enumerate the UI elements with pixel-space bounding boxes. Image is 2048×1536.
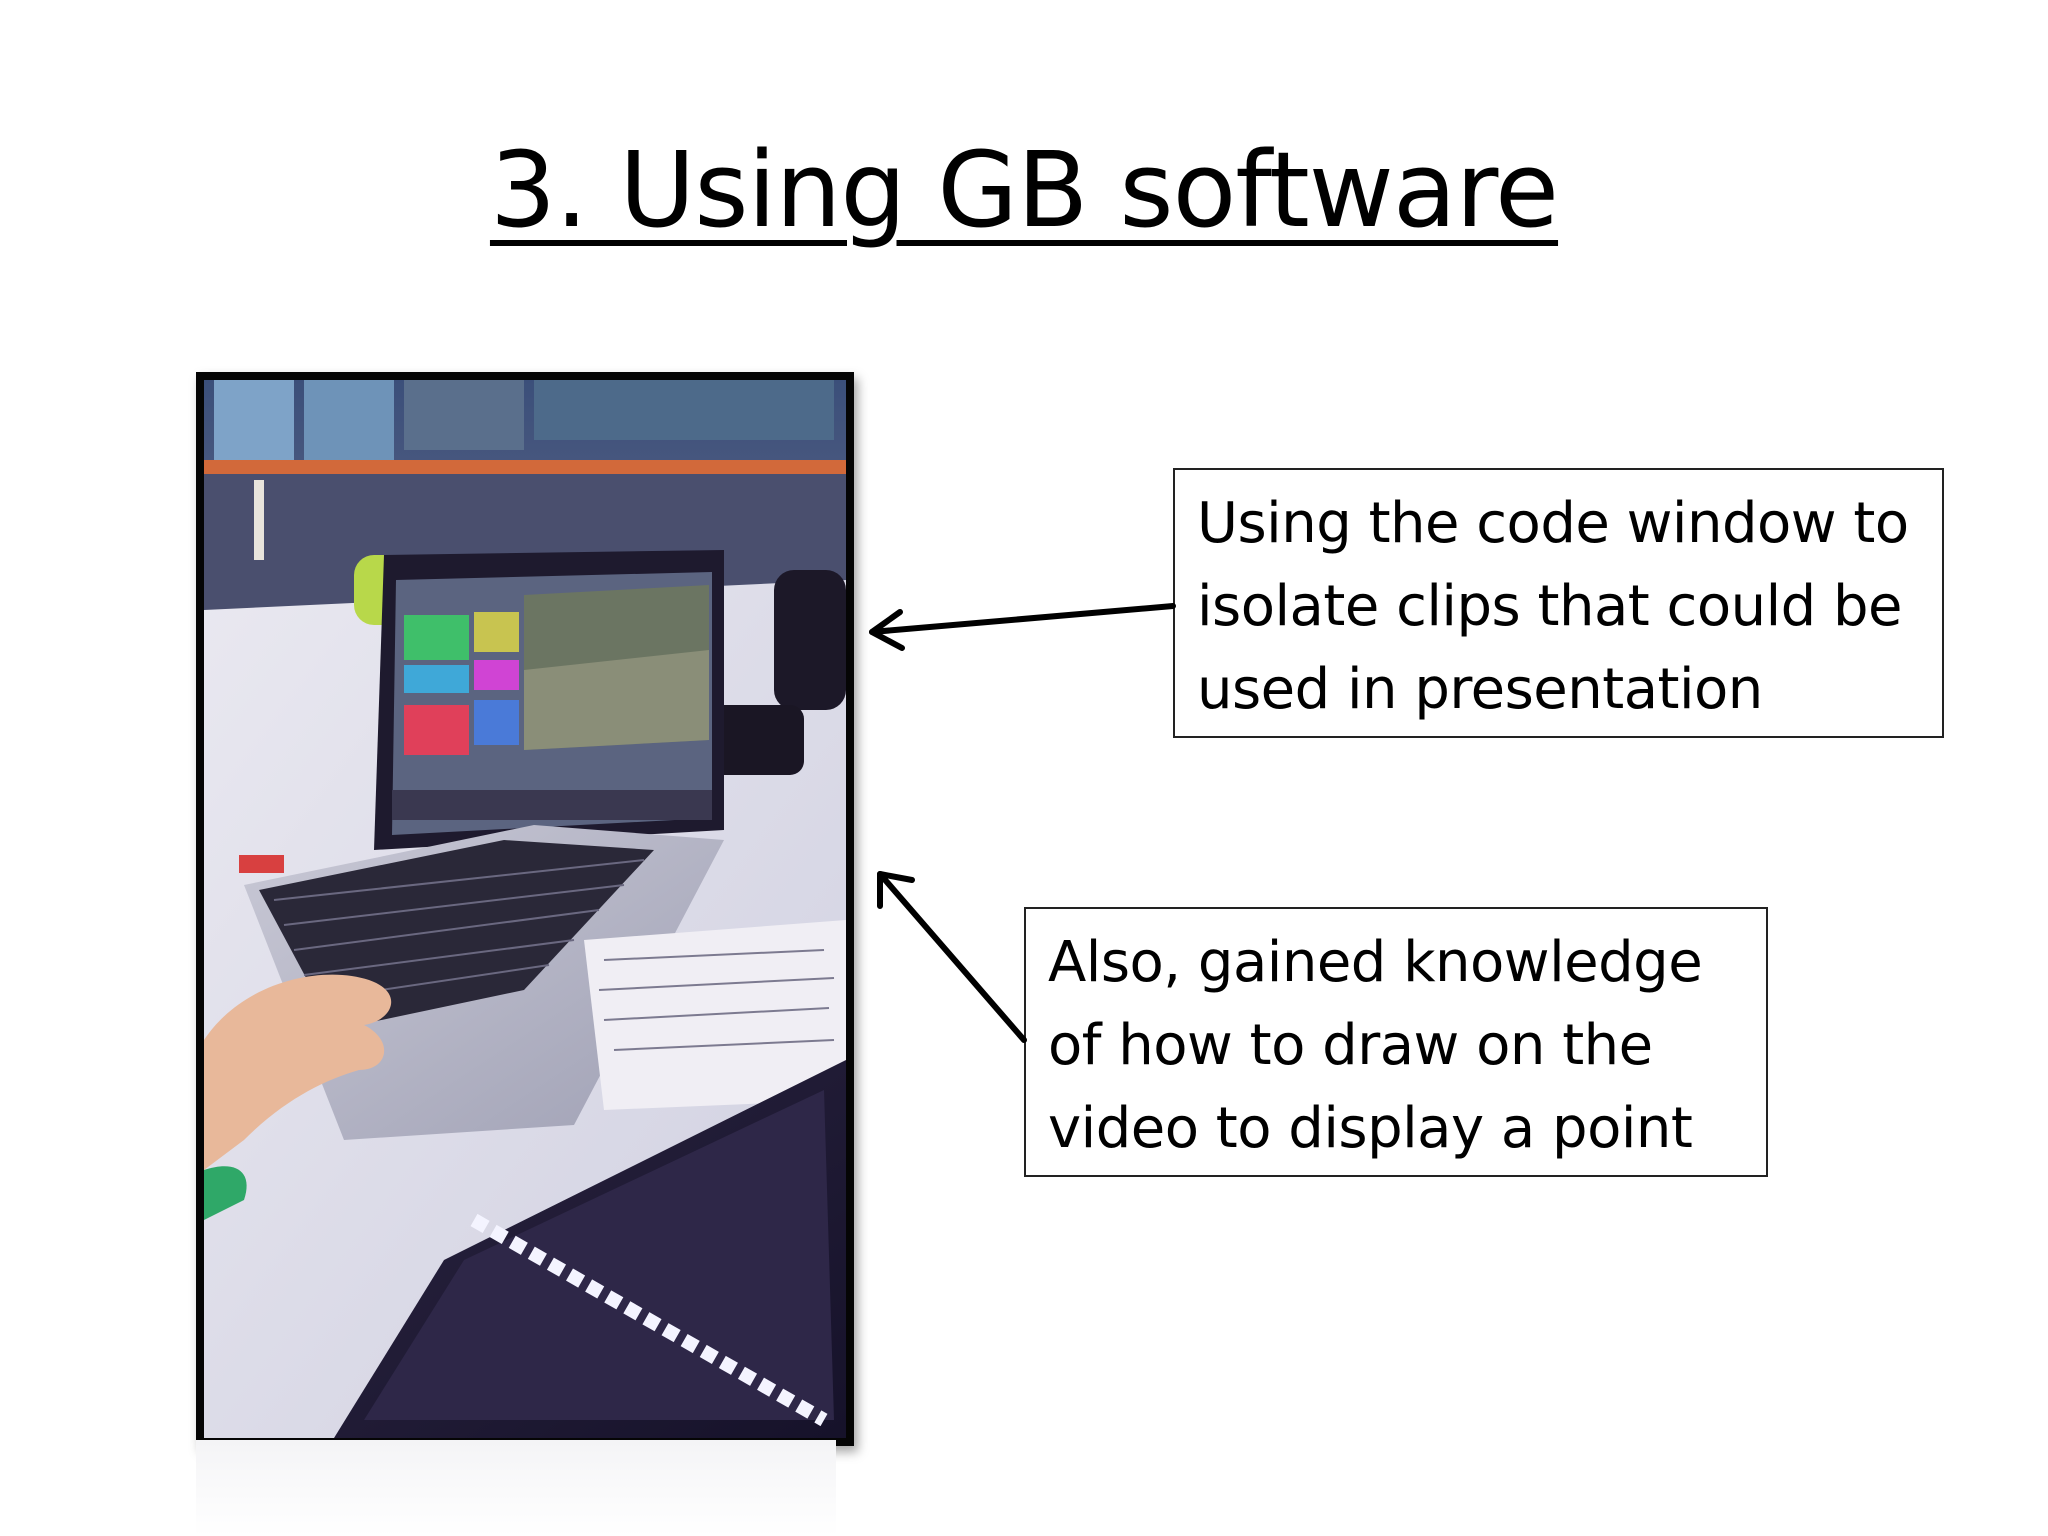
laptop-photo bbox=[196, 372, 854, 1446]
callout-line: isolate clips that could be bbox=[1197, 574, 1902, 639]
callout-line: of how to draw on the bbox=[1048, 1013, 1653, 1078]
callout-line: used in presentation bbox=[1197, 657, 1763, 722]
photo-illustration bbox=[204, 380, 846, 1438]
arrow-2-icon bbox=[877, 871, 1027, 1043]
slide-title: 3. Using GB software bbox=[489, 129, 1559, 251]
photo-shadow bbox=[196, 1440, 836, 1536]
arrow-1-icon bbox=[869, 603, 1176, 651]
callout-code-window: Using the code window to isolate clips t… bbox=[1173, 468, 1944, 738]
callout-draw-on-video: Also, gained knowledge of how to draw on… bbox=[1024, 907, 1768, 1177]
callout-line: video to display a point bbox=[1048, 1096, 1693, 1161]
callout-line: Also, gained knowledge bbox=[1048, 930, 1703, 995]
callout-line: Using the code window to bbox=[1197, 491, 1909, 556]
